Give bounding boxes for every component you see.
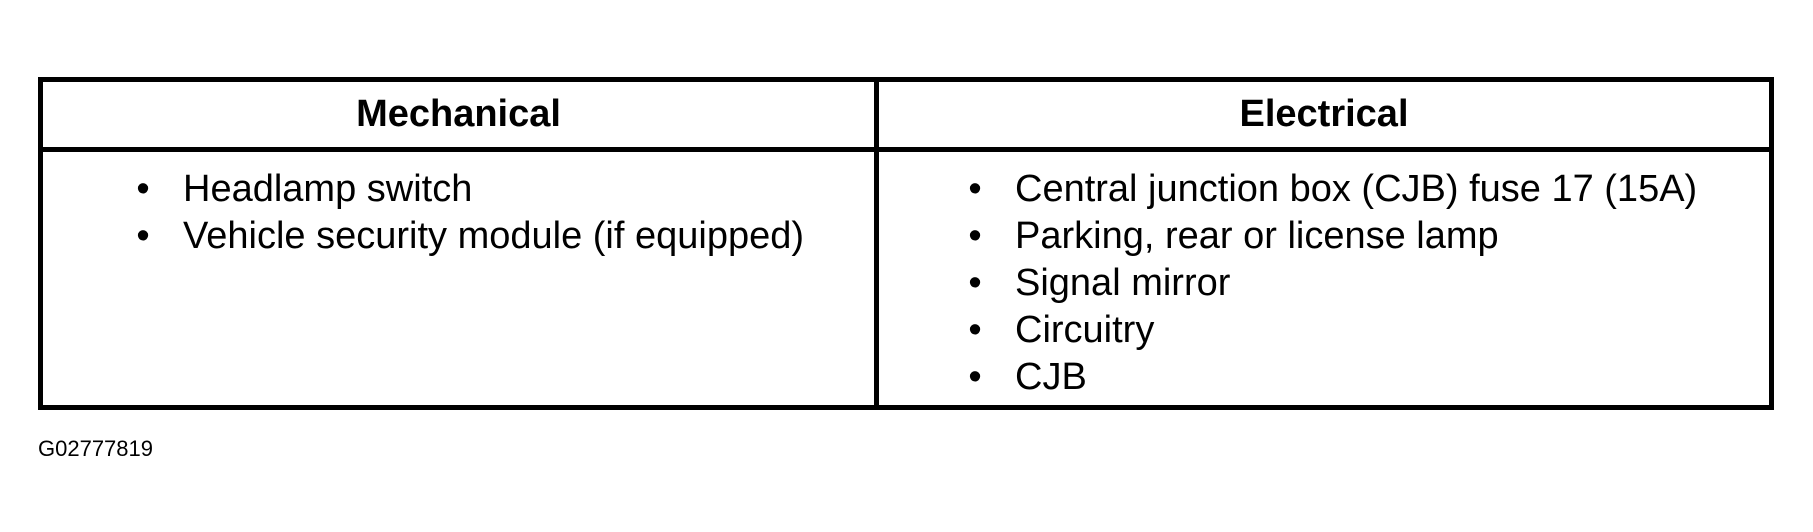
list-item: • Central junction box (CJB) fuse 17 (15A… — [879, 166, 1769, 213]
list-item: • Vehicle security module (if equipped) — [43, 213, 874, 260]
electrical-header: Electrical — [879, 82, 1769, 152]
bullet-icon: • — [968, 262, 982, 304]
list-item: • Signal mirror — [879, 260, 1769, 307]
bullet-icon: • — [968, 215, 982, 257]
list-item: • Circuitry — [879, 307, 1769, 354]
figure-id: G02777819 — [38, 436, 153, 461]
mechanical-header: Mechanical — [43, 82, 879, 152]
list-item-text: Parking, rear or license lamp — [1015, 215, 1499, 257]
electrical-list: • Central junction box (CJB) fuse 17 (15A… — [879, 166, 1769, 401]
mechanical-header-label: Mechanical — [356, 93, 561, 135]
mechanical-cell: • Headlamp switch • Vehicle security modul… — [43, 152, 879, 405]
bullet-icon: • — [136, 168, 150, 210]
list-item: • CJB — [879, 354, 1769, 401]
electrical-cell: • Central junction box (CJB) fuse 17 (15A… — [879, 152, 1769, 405]
list-item-text: Central junction box (CJB) fuse 17 (15A) — [1015, 168, 1698, 210]
list-item-text: Circuitry — [1015, 309, 1155, 351]
bullet-icon: • — [968, 309, 982, 351]
bullet-icon: • — [968, 356, 982, 398]
list-item-text: Signal mirror — [1015, 262, 1231, 304]
list-item: • Headlamp switch — [43, 166, 874, 213]
list-item-text: Vehicle security module (if equipped) — [183, 215, 805, 257]
mechanical-list: • Headlamp switch • Vehicle security modul… — [43, 166, 874, 260]
possible-sources-table: Mechanical Electrical • Headlamp switch •… — [38, 77, 1774, 410]
bullet-icon: • — [968, 168, 982, 210]
bullet-icon: • — [136, 215, 150, 257]
list-item-text: CJB — [1015, 356, 1087, 398]
list-item-text: Headlamp switch — [183, 168, 473, 210]
electrical-header-label: Electrical — [1239, 93, 1409, 135]
list-item: • Parking, rear or license lamp — [879, 213, 1769, 260]
